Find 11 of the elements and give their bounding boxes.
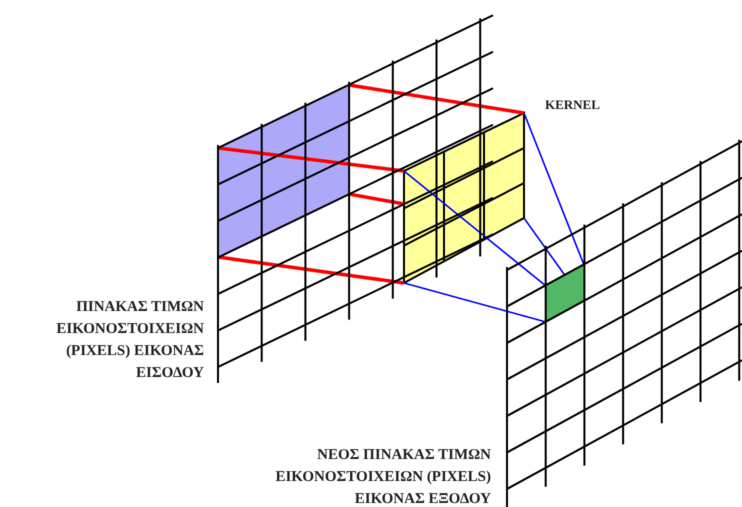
projection-line bbox=[348, 83, 524, 115]
projection-line bbox=[218, 146, 404, 173]
projection-line bbox=[523, 112, 585, 266]
grid-caption: ΠΙΝΑΚΑΣ ΤΙΜΩΝ ΕΙΚΟΝΟΣΤΟΙΧΕΙΩΝ (PIXELS) ΕΙΚΟΝΑΣ ΕΙΣΟΔΟΥ bbox=[55, 298, 204, 383]
projection-line bbox=[523, 218, 566, 276]
projection-line bbox=[404, 170, 546, 287]
projection-line bbox=[348, 192, 404, 206]
projection-line bbox=[404, 282, 546, 323]
kernel-label: KERNEL bbox=[545, 96, 600, 114]
grid-caption: ΝΕΟΣ ΠΙΝΑΚΑΣ ΤΙΜΩΝ ΕΙΚΟΝΟΣΤΟΙΧΕΙΩΝ (PIXELS) ΕΙΚΟΝΑΣ ΕΞΟΔΟΥ bbox=[274, 446, 491, 507]
projection-line bbox=[218, 255, 404, 285]
